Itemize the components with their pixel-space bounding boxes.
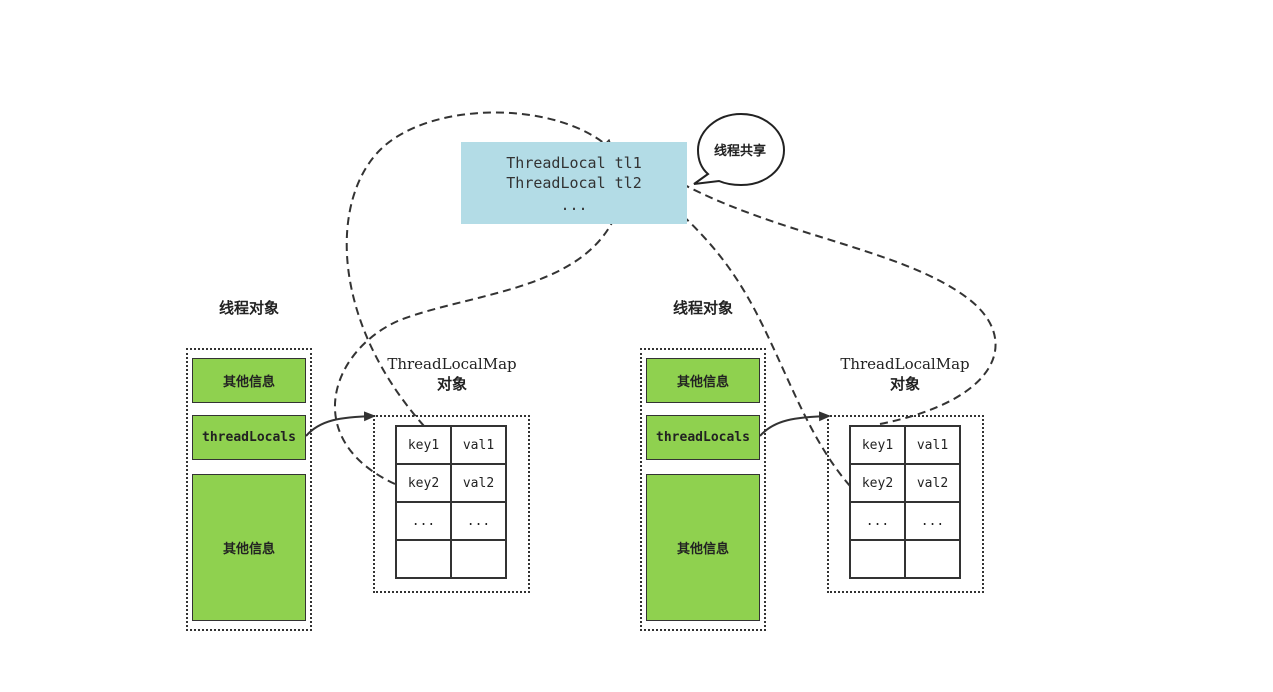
threadlocal-tl2-label: ThreadLocal tl2 [506, 174, 642, 192]
shared-threadlocal-box: ThreadLocal tl1 ThreadLocal tl2 ... [461, 142, 687, 224]
left-map-caption-zh: 对象 [436, 375, 467, 393]
right-map-val-more: ... [904, 501, 961, 541]
left-map-caption-en: ThreadLocalMap [387, 355, 517, 373]
left-other-info-bottom: 其他信息 [192, 474, 306, 621]
shared-bubble-label: 线程共享 [713, 144, 766, 159]
right-map-table: key1 val1 key2 val2 ... ... [849, 425, 961, 579]
right-map-key-more: ... [849, 501, 906, 541]
table-row: key1 val1 [849, 425, 961, 465]
right-other-info-top: 其他信息 [646, 358, 760, 403]
left-map-val-more: ... [450, 501, 507, 541]
table-row: key2 val2 [849, 463, 961, 503]
table-row: ... ... [395, 501, 507, 541]
left-map-caption: ThreadLocalMap 对象 [376, 354, 528, 394]
left-threadlocals-field: threadLocals [192, 415, 306, 460]
right-threadlocals-arrow [759, 411, 831, 437]
right-map-caption-zh: 对象 [889, 375, 920, 393]
left-map-frame [373, 415, 530, 593]
threadlocal-tl1-label: ThreadLocal tl1 [506, 154, 642, 172]
right-map-caption-en: ThreadLocalMap [840, 355, 970, 373]
table-row: ... ... [849, 501, 961, 541]
table-row: key2 val2 [395, 463, 507, 503]
left-map-key2: key2 [395, 463, 452, 503]
left-map-key-empty [395, 539, 452, 579]
table-row: key1 val1 [395, 425, 507, 465]
right-threadlocals-field: threadLocals [646, 415, 760, 460]
right-map-val1: val1 [904, 425, 961, 465]
left-thread-caption: 线程对象 [218, 299, 279, 317]
left-thread-frame [186, 348, 312, 631]
left-map-val1: val1 [450, 425, 507, 465]
left-other-info-top: 其他信息 [192, 358, 306, 403]
left-map-key-more: ... [395, 501, 452, 541]
right-thread-caption: 线程对象 [672, 299, 733, 317]
table-row [395, 539, 507, 579]
right-map-key2: key2 [849, 463, 906, 503]
right-thread-frame [640, 348, 766, 631]
right-other-info-bottom: 其他信息 [646, 474, 760, 621]
table-row [849, 539, 961, 579]
right-map-key-empty [849, 539, 906, 579]
threadlocal-ellipsis: ... [560, 196, 588, 214]
left-map-val2: val2 [450, 463, 507, 503]
left-map-key1: key1 [395, 425, 452, 465]
right-map-key1: key1 [849, 425, 906, 465]
left-threadlocals-arrow [305, 411, 376, 437]
right-map-val2: val2 [904, 463, 961, 503]
right-map-frame [827, 415, 984, 593]
right-map-caption: ThreadLocalMap 对象 [829, 354, 981, 394]
left-map-val-empty [450, 539, 507, 579]
right-map-val-empty [904, 539, 961, 579]
left-map-table: key1 val1 key2 val2 ... ... [395, 425, 507, 579]
